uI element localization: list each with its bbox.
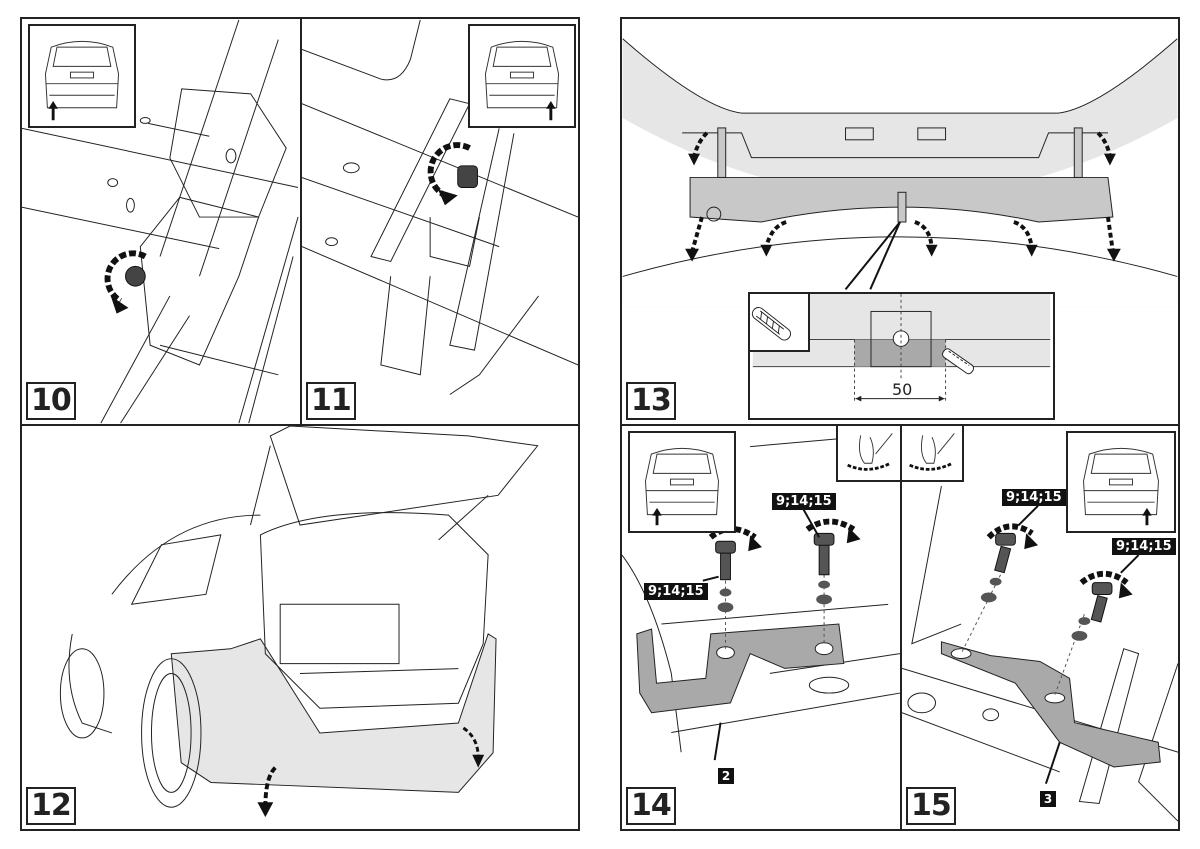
step-13-illustration bbox=[622, 38, 1178, 307]
step-number: 10 bbox=[26, 382, 76, 420]
step-number: 12 bbox=[26, 787, 76, 825]
car-rear-icon bbox=[1083, 447, 1159, 526]
step-number: 15 bbox=[906, 787, 956, 825]
cut-detail-inset: 50 bbox=[748, 292, 1055, 420]
car-rear-icon bbox=[645, 447, 719, 526]
step-15-illustration bbox=[902, 485, 1178, 822]
step-11-illustration bbox=[302, 19, 578, 395]
hand-tighten-icon bbox=[909, 433, 955, 471]
car-rear-icon bbox=[484, 40, 560, 121]
bolt-label: 9;14;15 bbox=[1002, 489, 1066, 506]
rear-view-inset bbox=[1066, 431, 1176, 533]
rear-view-inset bbox=[628, 431, 736, 533]
car-rear-icon bbox=[44, 40, 120, 121]
step-13-panel: 50 13 bbox=[620, 17, 1180, 426]
hand-tighten-inset bbox=[836, 426, 900, 482]
step-11-panel: 11 bbox=[300, 17, 580, 426]
part-number-label: 3 bbox=[1040, 791, 1056, 807]
bolt-icon bbox=[1071, 582, 1113, 641]
step-12-illustration bbox=[59, 426, 539, 818]
cutter-knife-icon bbox=[751, 306, 792, 341]
bolt-icon bbox=[980, 532, 1016, 603]
step-number: 11 bbox=[306, 382, 356, 420]
bolt-label: 9;14;15 bbox=[644, 583, 708, 600]
cutter-knife-inset bbox=[750, 294, 810, 352]
bolt-label: 9;14;15 bbox=[772, 493, 836, 510]
step-number: 13 bbox=[626, 382, 676, 420]
step-14-panel: 9;14;15 9;14;15 2 14 bbox=[620, 424, 902, 831]
step-number: 14 bbox=[626, 787, 676, 825]
hand-tighten-inset bbox=[902, 426, 964, 482]
step-12-panel: 12 bbox=[20, 424, 580, 831]
step-10-illustration bbox=[22, 19, 299, 424]
cut-dimension: 50 bbox=[892, 380, 913, 399]
part-number-label: 2 bbox=[718, 768, 734, 784]
step-15-panel: 9;14;15 9;14;15 3 15 bbox=[900, 424, 1180, 831]
step-10-panel: 10 bbox=[20, 17, 302, 426]
step-14-illustration bbox=[622, 438, 900, 761]
rear-view-inset bbox=[28, 24, 136, 128]
cutter-knife-icon bbox=[942, 348, 975, 375]
rear-view-inset bbox=[468, 24, 576, 128]
bolt-icon bbox=[715, 540, 736, 613]
hand-tighten-icon bbox=[847, 433, 893, 471]
bolt-label: 9;14;15 bbox=[1112, 538, 1176, 555]
